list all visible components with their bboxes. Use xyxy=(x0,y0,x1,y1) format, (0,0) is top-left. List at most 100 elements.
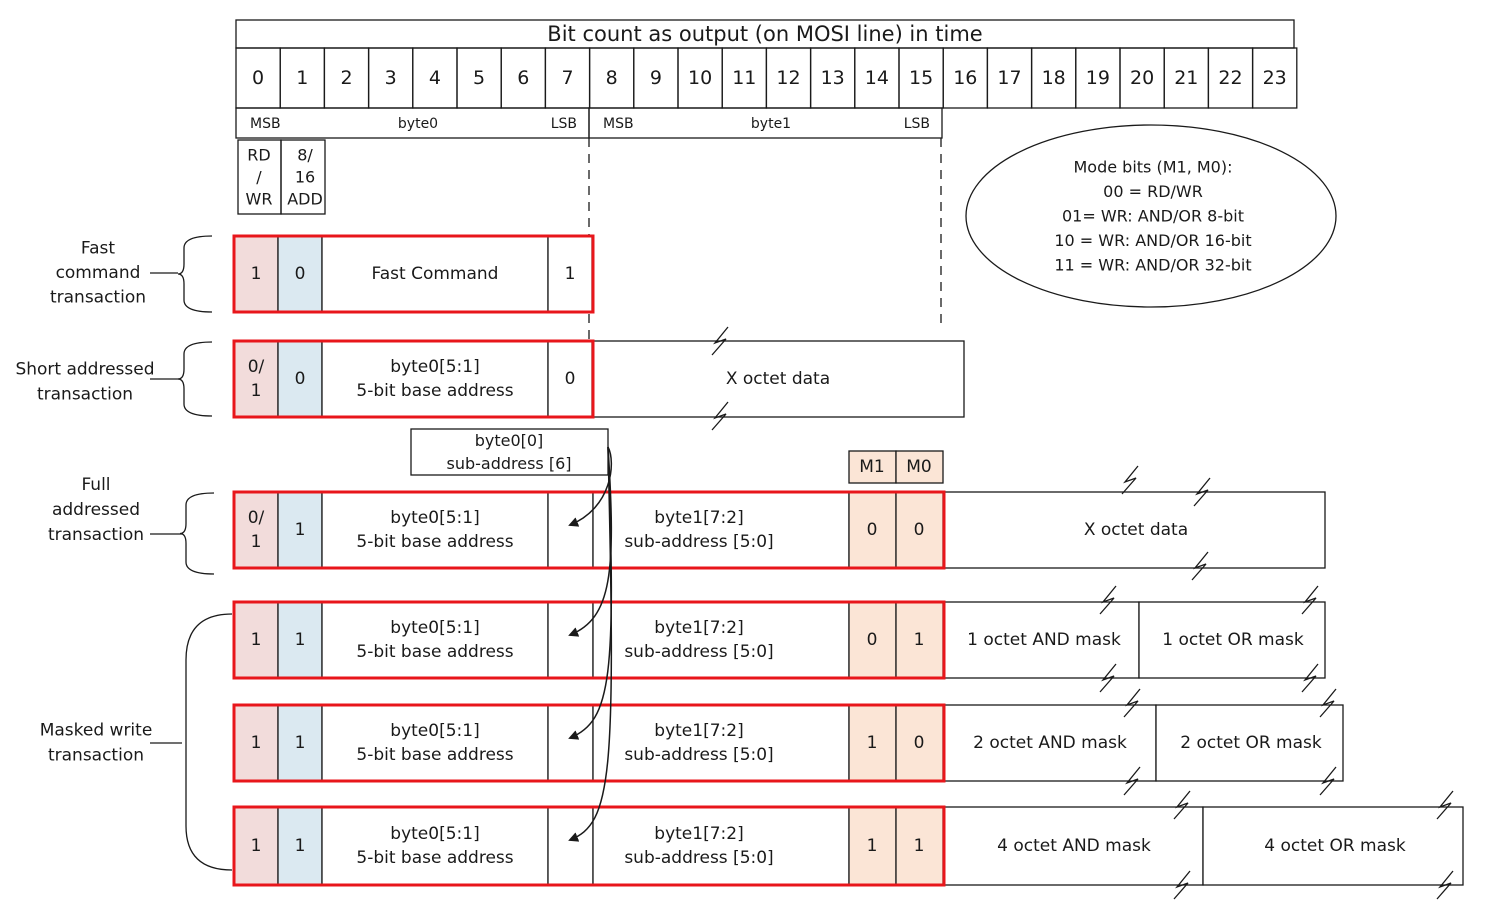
byte0-lsb-value: 0 xyxy=(565,369,576,389)
m1-header-cell xyxy=(848,450,897,484)
base-address-label: 5-bit base address xyxy=(356,532,513,552)
byte0-lsb-cell xyxy=(547,704,594,782)
short-data-label: X octet data xyxy=(726,369,830,389)
sub-address-label: byte1[7:2] xyxy=(654,824,743,844)
sub-address-cell xyxy=(592,491,850,569)
rw-bit-value: 1 xyxy=(251,733,262,753)
or-mask-label: 2 octet OR mask xyxy=(1180,733,1322,753)
bit-cell xyxy=(1251,47,1298,109)
break-mark xyxy=(1436,790,1454,820)
masked-write-16-row-header-fields: 1 1 byte0[5:1] 5-bit base address byte1[7:2]… xyxy=(232,446,1344,796)
dashed-guides xyxy=(588,138,942,340)
bit-number: 13 xyxy=(821,67,845,89)
byte0-name: byte0 xyxy=(398,116,438,132)
mode-bits-line: 10 = WR: AND/OR 16-bit xyxy=(1054,231,1251,250)
or-mask-cell xyxy=(1202,806,1464,886)
m1-bit-cell xyxy=(848,704,897,782)
base-address-label: 5-bit base address xyxy=(356,381,513,401)
group-label-masked-write: transaction xyxy=(48,746,144,766)
rw-bit-value: 1 xyxy=(251,264,262,284)
or-mask-label: 4 octet OR mask xyxy=(1264,836,1406,856)
short-data-cell xyxy=(592,340,965,418)
break-mark xyxy=(1099,663,1117,693)
base-address-cell xyxy=(321,340,549,418)
bit-number: 19 xyxy=(1086,67,1110,89)
m1-bit-value: 1 xyxy=(867,836,878,856)
bit-number: 9 xyxy=(650,67,662,89)
group-label-fast-command: transaction xyxy=(50,288,146,308)
rdwr-key-label: / xyxy=(256,168,262,187)
bit-number: 10 xyxy=(688,67,712,89)
byte0-lsb-value: 1 xyxy=(565,264,576,284)
or-mask-cell xyxy=(1138,601,1326,679)
addr-mode-key-label: ADD xyxy=(287,190,323,209)
addr-mode-bit-value: 0 xyxy=(295,264,306,284)
and-mask-label: 4 octet AND mask xyxy=(997,836,1151,856)
bit-number: 8 xyxy=(606,67,618,89)
break-mark xyxy=(1173,790,1191,820)
m1-bit-value: 1 xyxy=(867,733,878,753)
sub-address-callout-label: sub-address [6] xyxy=(446,454,571,473)
bit-number: 16 xyxy=(953,67,977,89)
bit-number: 6 xyxy=(517,67,529,89)
masked-write-16-row-outline xyxy=(232,703,946,783)
and-mask-cell xyxy=(943,806,1204,886)
byte1-lsb: LSB xyxy=(904,116,930,132)
short-addressed-outline xyxy=(232,339,595,419)
break-mark xyxy=(1301,663,1319,693)
sub-address-cell xyxy=(592,601,850,679)
m1-bit-cell xyxy=(848,491,897,569)
addr-mode-key-label: 8/ xyxy=(297,146,313,165)
byte1-msb: MSB xyxy=(603,116,634,132)
byte1-name: byte1 xyxy=(751,116,791,132)
break-mark xyxy=(1301,585,1319,615)
addr-mode-key-cell xyxy=(280,139,326,215)
base-address-label: byte0[5:1] xyxy=(390,357,479,377)
mode-bits-line: Mode bits (M1, M0): xyxy=(1074,158,1233,177)
base-address-label: byte0[5:1] xyxy=(390,508,479,528)
m1-bit-value: 0 xyxy=(867,520,878,540)
bit-number: 18 xyxy=(1042,67,1066,89)
m1-bit-value: 0 xyxy=(867,630,878,650)
break-mark xyxy=(1191,551,1209,581)
left-brace xyxy=(177,341,213,417)
rw-bit-cell xyxy=(233,491,279,569)
mode-bits-line: 00 = RD/WR xyxy=(1103,182,1203,201)
addr-mode-bit-value: 0 xyxy=(295,369,306,389)
break-mark xyxy=(1193,477,1211,507)
m1-bit-cell xyxy=(848,806,897,886)
masked-write-8-row-header-fields: 1 1 byte0[5:1] 5-bit base address byte1[7:2]… xyxy=(232,446,1326,693)
base-address-cell xyxy=(321,491,549,569)
sub-address-cell xyxy=(592,806,850,886)
addr-mode-bit-value: 1 xyxy=(295,836,306,856)
bit-number: 4 xyxy=(429,67,441,89)
byte0-lsb-cell xyxy=(547,806,594,886)
left-brace xyxy=(177,235,213,313)
m0-header-label: M0 xyxy=(906,457,931,477)
rw-bit-value: 1 xyxy=(251,630,262,650)
bit-number: 12 xyxy=(776,67,800,89)
sub-address-callout: byte0[0]sub-address [6] xyxy=(410,428,609,476)
sub-address-label: byte1[7:2] xyxy=(654,721,743,741)
m0-bit-cell xyxy=(895,806,944,886)
bit-number: 11 xyxy=(732,67,756,89)
sub-address-arrow xyxy=(568,446,613,637)
group-label-fast-command: command xyxy=(56,263,141,283)
bit-number: 20 xyxy=(1130,67,1154,89)
m0-bit-value: 1 xyxy=(914,630,925,650)
bit-header: Bit count as output (on MOSI line) in ti… xyxy=(235,19,1298,109)
sub-address-label: sub-address [5:0] xyxy=(624,848,773,868)
rw-bit-cell xyxy=(233,806,279,886)
byte0-lsb-cell xyxy=(547,340,593,418)
rw-bit-value: 0/ xyxy=(248,357,265,377)
bit-number: 21 xyxy=(1174,67,1198,89)
break-mark xyxy=(1173,870,1191,900)
full-addressed-row-outline xyxy=(232,490,946,570)
sub-address-cell xyxy=(592,704,850,782)
sub-address-label: byte1[7:2] xyxy=(654,618,743,638)
group-label-full-addressed: transaction xyxy=(48,525,144,545)
